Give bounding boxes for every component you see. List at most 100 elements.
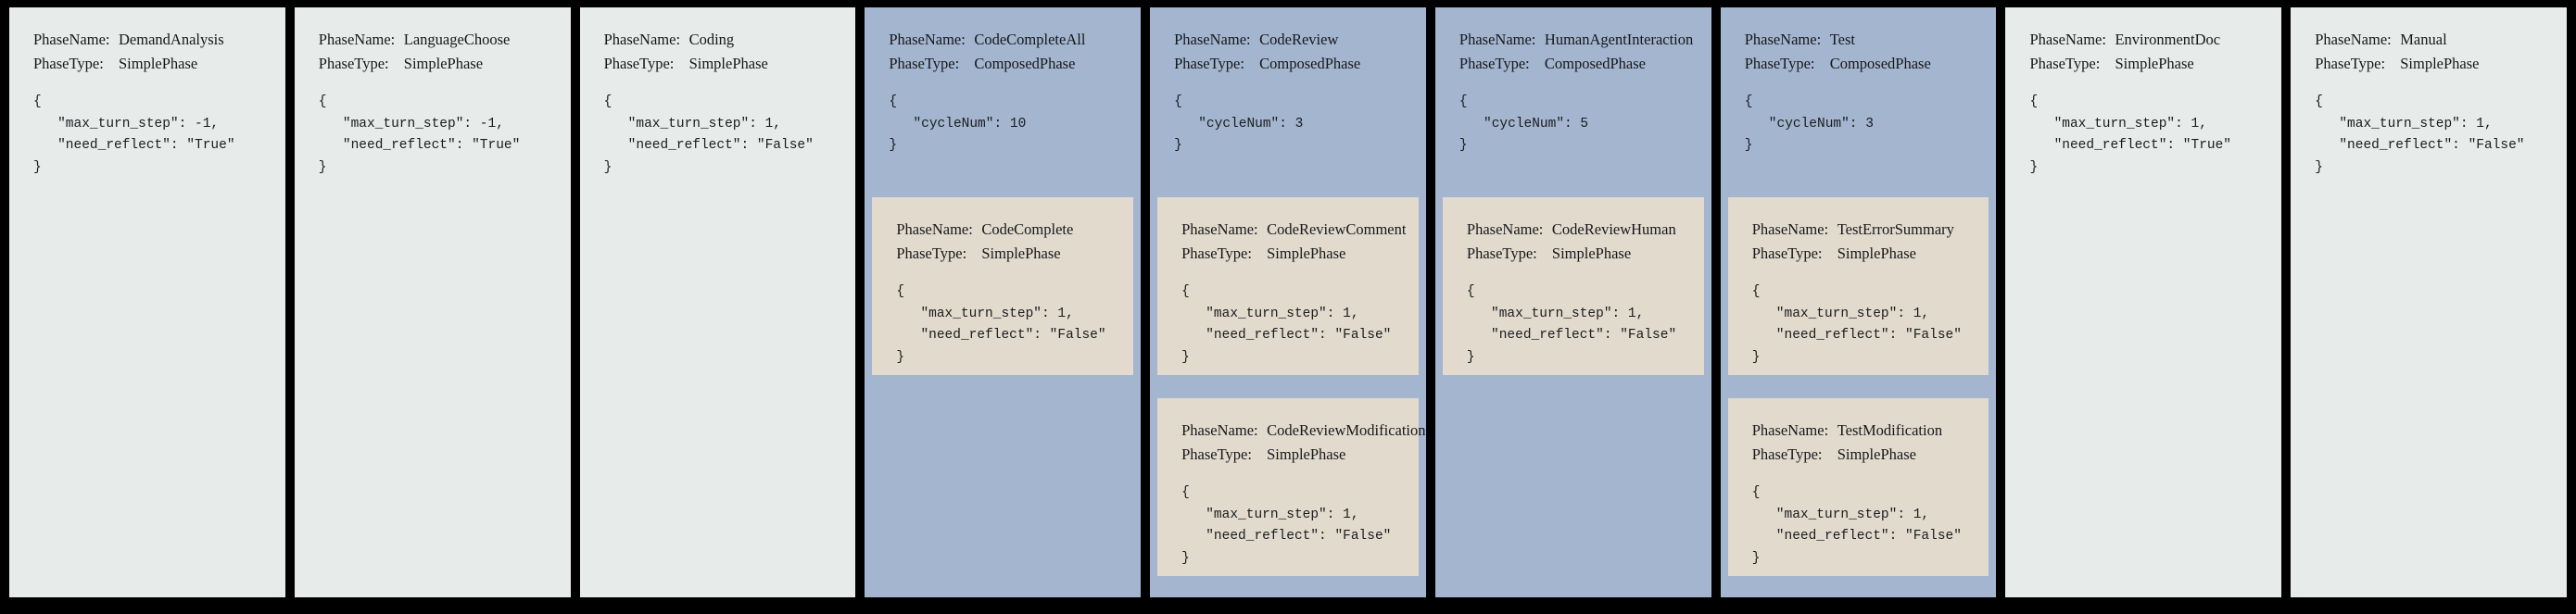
phase-meta-row: PhaseName: Coding [604, 28, 856, 52]
phase-type-value: SimplePhase [119, 54, 198, 72]
phase-meta-row: PhaseType:ComposedPhase [1174, 52, 1426, 76]
phase-meta-row: PhaseType:SimplePhase [33, 52, 285, 76]
phase-name-label: PhaseName: [603, 31, 681, 48]
phase-name-label: PhaseName: [1751, 220, 1829, 238]
phase-name-value: CodeComplete [981, 220, 1074, 238]
phase-type-label: PhaseType: [1466, 244, 1537, 262]
phase-type-value: SimplePhase [981, 244, 1061, 262]
phase-meta-row: PhaseType: SimplePhase [2029, 52, 2281, 76]
composed-phase-filler [865, 398, 1141, 597]
phase-meta-row: PhaseType:ComposedPhase [1459, 52, 1711, 76]
phase-name-label: PhaseName: [2029, 31, 2106, 48]
sub-phase-gap [1721, 375, 1997, 398]
phase-type-value: SimplePhase [1267, 445, 1346, 463]
phase-meta-row: PhaseType: ComposedPhase [889, 52, 1141, 76]
phase-meta-row: PhaseType:SimplePhase [1181, 443, 1419, 467]
phase-name-label: PhaseName: [1744, 31, 1822, 48]
phase-json-config: { "max_turn_step": 1, "need_reflect": "F… [603, 94, 814, 175]
phase-json-config: { "max_turn_step": 1, "need_reflect": "T… [2029, 94, 2232, 175]
phase-type-value: ComposedPhase [1259, 54, 1361, 72]
phase-type-label: PhaseType: [1751, 244, 1823, 262]
phase-name-label: PhaseName: [1181, 421, 1258, 439]
phase-name-value: Coding [688, 31, 735, 48]
phase-name-label: PhaseName: [2315, 31, 2392, 48]
phase-type-label: PhaseType: [896, 244, 967, 262]
phase-name-value: CodeReviewModification [1267, 421, 1426, 439]
phase-type-value: SimplePhase [2115, 54, 2194, 72]
phase-name-label: PhaseName: [1174, 31, 1251, 48]
phase-name-label: PhaseName: [33, 31, 110, 48]
phase-meta-row: PhaseType:SimplePhase [1752, 242, 1989, 266]
phase-name-value: Test [1829, 31, 1855, 48]
phase-json-config: { "cycleNum": 5 } [1458, 94, 1589, 154]
phase-meta-row: PhaseType:SimplePhase [604, 52, 856, 76]
phase-type-value: SimplePhase [1551, 244, 1632, 262]
phase-name-value: TestModification [1837, 421, 1943, 439]
phase-type-label: PhaseType: [2315, 54, 2386, 72]
phase-json-config: { "max_turn_step": 1, "need_reflect": "F… [1181, 485, 1392, 566]
phase-meta-row: PhaseName:CodeReviewComment [1181, 218, 1419, 242]
phase-type-label: PhaseType: [889, 54, 960, 72]
phase-meta-row: PhaseName:TestErrorSummary [1752, 218, 1989, 242]
phase-name-label: PhaseName: [1751, 421, 1829, 439]
phase-type-label: PhaseType: [318, 54, 389, 72]
phase-name-label: PhaseName: [896, 220, 973, 238]
phase-meta-row: PhaseType:SimplePhase [1181, 242, 1419, 266]
phase-type-value: SimplePhase [1837, 445, 1916, 463]
phase-name-label: PhaseName: [889, 31, 966, 48]
phase-meta-row: PhaseName: DemandAnalysis [33, 28, 285, 52]
phase-name-value: CodeCompleteAll [974, 31, 1086, 48]
phase-meta-row: PhaseName:EnvironmentDoc [2029, 28, 2281, 52]
phase-json-config: { "cycleNum": 3 } [1744, 94, 1874, 154]
phase-json-config: { "max_turn_step": 1, "need_reflect": "F… [2315, 94, 2525, 175]
phase-json-config: { "cycleNum": 3 } [1174, 94, 1304, 154]
phase-meta-row: PhaseName: HumanAgentInteraction [1459, 28, 1711, 52]
phase-type-value: ComposedPhase [1829, 54, 1931, 72]
sub-phase-gap [1150, 375, 1426, 398]
phase-name-value: LanguageChoose [403, 31, 511, 48]
phase-meta-row: PhaseName: TestModification [1752, 419, 1989, 443]
phase-type-value: ComposedPhase [974, 54, 1076, 72]
phase-json-config: { "max_turn_step": -1, "need_reflect": "… [33, 94, 235, 175]
phase-name-label: PhaseName: [1458, 31, 1536, 48]
phase-type-label: PhaseType: [2029, 54, 2101, 72]
phase-meta-row: PhaseType:SimplePhase [319, 52, 571, 76]
phase-meta-row: PhaseType: SimplePhase [896, 242, 1133, 266]
phase-meta-row: PhaseName:LanguageChoose [319, 28, 571, 52]
phase-name-value: HumanAgentInteraction [1544, 31, 1694, 48]
phase-meta-row: PhaseType: SimplePhase [1467, 242, 1704, 266]
phase-meta-row: PhaseName: CodeComplete [896, 218, 1133, 242]
phase-type-value: SimplePhase [688, 54, 768, 72]
phase-type-value: SimplePhase [2400, 54, 2480, 72]
phase-name-value: Manual [2400, 31, 2447, 48]
phase-type-label: PhaseType: [1744, 54, 1815, 72]
sub-phase-gap [1150, 576, 1426, 597]
phase-name-value: CodeReviewComment [1267, 220, 1407, 238]
phase-name-value: DemandAnalysis [119, 31, 224, 48]
